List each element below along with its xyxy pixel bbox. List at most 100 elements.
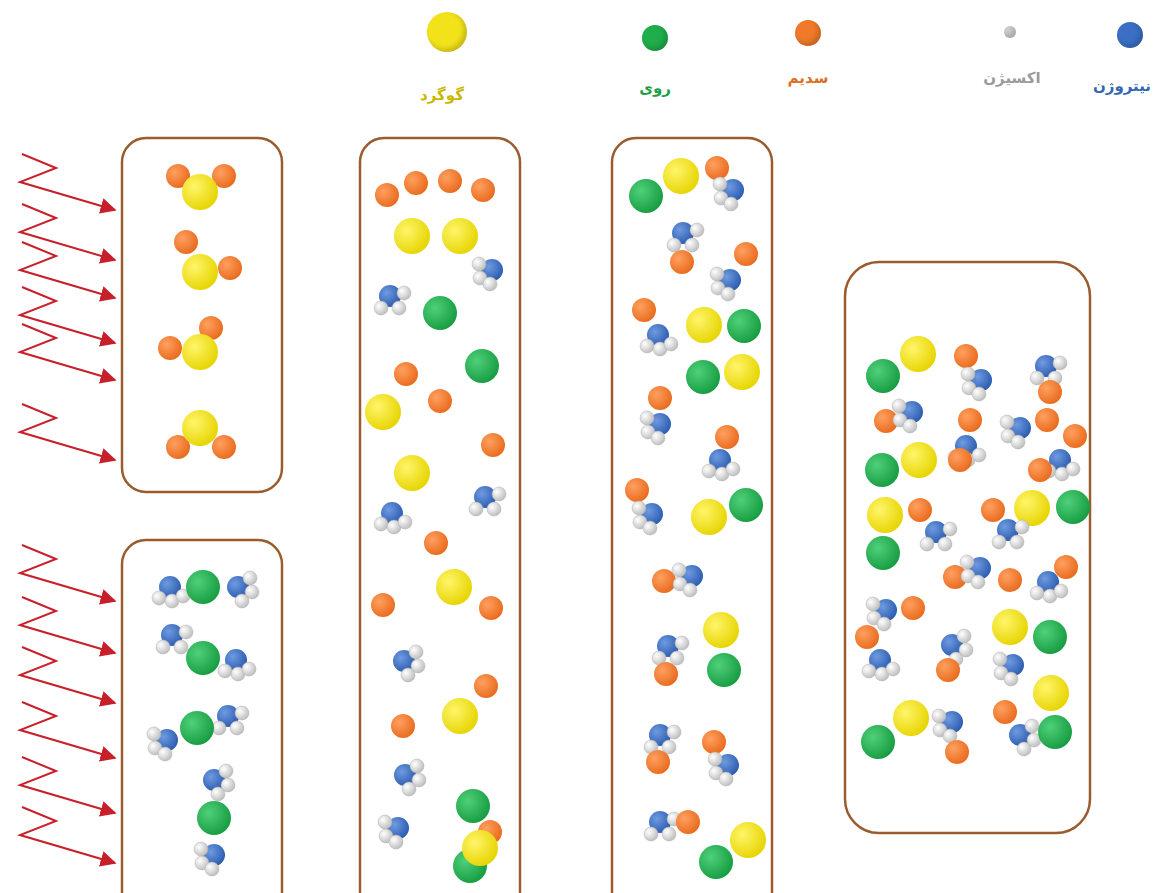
zigzag-arrow: [20, 204, 115, 260]
sodium-atom: [632, 298, 656, 322]
sodium-atom: [394, 362, 418, 386]
sulfur-atom: [182, 334, 218, 370]
container-box: [360, 138, 520, 893]
sodium-atom: [958, 408, 982, 432]
sodium-atom: [391, 714, 415, 738]
nitrate-ion: [652, 635, 689, 665]
sulfur-atom: [442, 698, 478, 734]
sulfur-atom: [182, 174, 218, 210]
nitrate-ion: [212, 705, 249, 735]
nitrate-ion: [644, 724, 681, 754]
container-box: [845, 262, 1090, 833]
sulfur-atom: [893, 700, 929, 736]
zinc-atom: [707, 653, 741, 687]
zigzag-arrow: [20, 647, 115, 703]
sulfur-atom: [691, 499, 727, 535]
sodium-atom: [670, 250, 694, 274]
nitrate-ion: [713, 177, 744, 211]
nitrate-ion: [708, 752, 739, 786]
legend-swatch: [642, 25, 668, 51]
nitrate-ion: [992, 519, 1029, 549]
zigzag-arrow: [20, 287, 115, 343]
nitrate-ion: [227, 571, 259, 608]
legend-label: روی: [639, 79, 671, 97]
nitrate-ion: [378, 815, 409, 849]
sodium-atom: [676, 810, 700, 834]
legend-swatch: [1004, 26, 1016, 38]
sodium-atom: [715, 425, 739, 449]
sulfur-atom: [182, 410, 218, 446]
sodium-atom: [479, 596, 503, 620]
container-box: [122, 540, 282, 893]
nitrate-ion: [156, 624, 193, 654]
sodium-atom: [1054, 555, 1078, 579]
zinc-atom: [186, 641, 220, 675]
sulfur-atom: [724, 354, 760, 390]
sodium-atom: [705, 156, 729, 180]
zigzag-arrow: [20, 597, 115, 653]
sulfur-atom: [686, 307, 722, 343]
nitrate-ion: [632, 501, 663, 535]
sulfur-atom: [182, 254, 218, 290]
zinc-atom: [727, 309, 761, 343]
sodium-atom: [424, 531, 448, 555]
sodium-atom: [158, 336, 182, 360]
sodium-atom: [936, 658, 960, 682]
sodium-atom: [474, 674, 498, 698]
nitrate-ion: [920, 521, 957, 551]
sodium-atom: [908, 498, 932, 522]
sodium-atom: [375, 183, 399, 207]
zinc-atom: [865, 453, 899, 487]
nitrate-ion: [203, 764, 235, 801]
sulfur-atom: [730, 822, 766, 858]
sulfur-atom: [442, 218, 478, 254]
zinc-atom: [1038, 715, 1072, 749]
sodium-atom: [734, 242, 758, 266]
nitrate-ion: [710, 267, 741, 301]
sodium-atom: [945, 740, 969, 764]
nitrate-ion: [672, 563, 703, 597]
nitrate-ion: [394, 759, 426, 796]
nitrate-ion: [993, 652, 1024, 686]
sodium-atom: [901, 596, 925, 620]
nitrate-ion: [640, 411, 671, 445]
container-box: [122, 138, 282, 492]
sodium-atom: [625, 478, 649, 502]
nitrate-ion: [1009, 719, 1041, 756]
nitrate-ion: [667, 222, 704, 252]
sodium-atom: [174, 230, 198, 254]
zinc-atom: [456, 789, 490, 823]
nitrate-ion: [194, 842, 225, 876]
zinc-atom: [423, 296, 457, 330]
nitrate-ion: [892, 399, 923, 433]
zinc-atom: [729, 488, 763, 522]
nitrate-ion: [469, 486, 506, 516]
zigzag-arrow: [20, 807, 115, 863]
zinc-atom: [1056, 490, 1090, 524]
nitrate-ion: [374, 502, 412, 534]
nitrate-ion: [702, 449, 740, 481]
sodium-atom: [371, 593, 395, 617]
sodium-atom: [646, 750, 670, 774]
sodium-atom: [212, 435, 236, 459]
legend-label: سدیم: [788, 69, 829, 87]
sodium-atom: [428, 389, 452, 413]
nitrate-ion: [472, 257, 503, 291]
legend-swatch: [427, 12, 467, 52]
zinc-atom: [866, 536, 900, 570]
sodium-atom: [1035, 408, 1059, 432]
sodium-atom: [1063, 424, 1087, 448]
legend-label: نیتروژن: [1093, 77, 1151, 95]
sulfur-atom: [365, 394, 401, 430]
zinc-atom: [1033, 620, 1067, 654]
zinc-atom: [861, 725, 895, 759]
sodium-atom: [998, 568, 1022, 592]
sodium-atom: [954, 344, 978, 368]
zinc-atom: [629, 179, 663, 213]
nitrate-ion: [152, 576, 190, 608]
nitrate-ion: [960, 555, 991, 589]
sodium-atom: [218, 256, 242, 280]
nitrate-ion: [862, 649, 900, 681]
zigzag-arrow: [20, 324, 115, 380]
